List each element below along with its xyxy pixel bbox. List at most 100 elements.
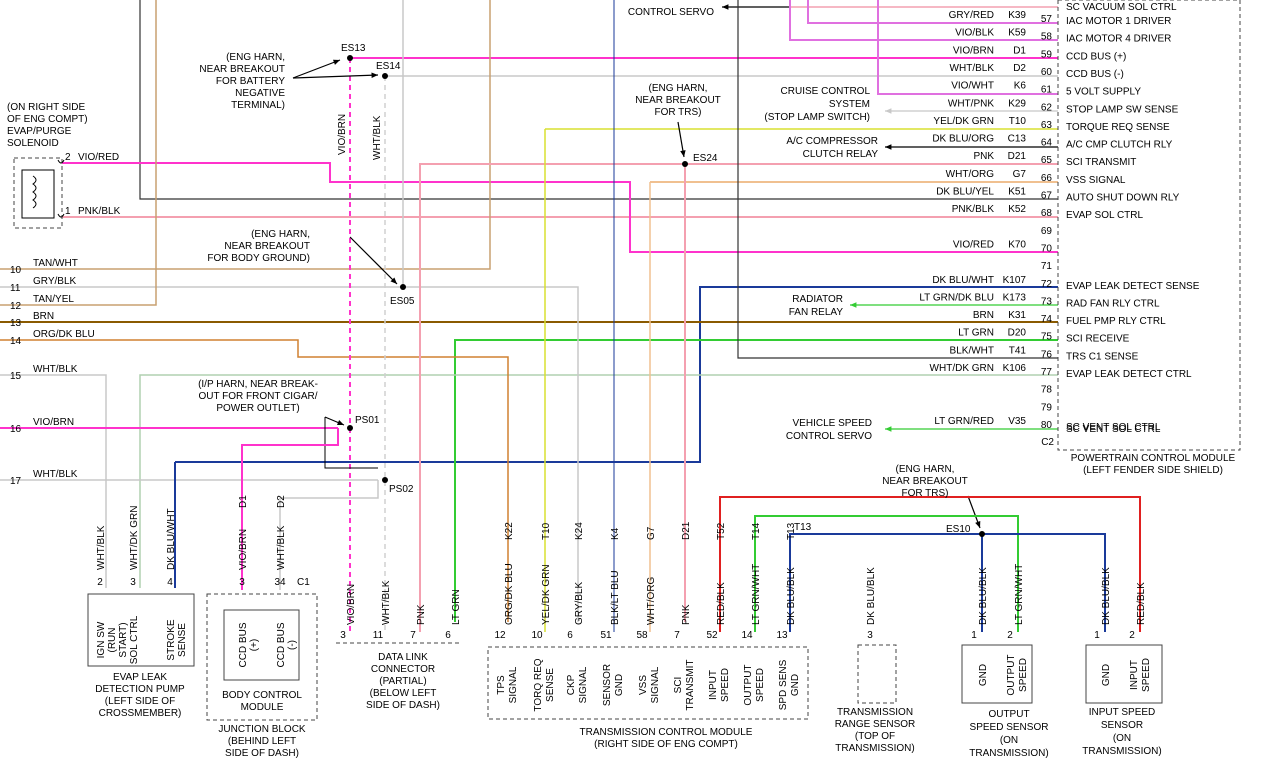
note-rad-fan: FAN RELAY — [789, 307, 844, 318]
pcm-pin-num: 62 — [1041, 102, 1053, 113]
pcm-top-servo-label: CONTROL SERVO — [628, 7, 714, 18]
oss-title: OUTPUT — [988, 709, 1029, 720]
wires-layer — [0, 0, 1141, 632]
note-es13: (ENG HARN, — [226, 52, 285, 63]
note-solenoid: SOLENOID — [7, 138, 59, 149]
iss-pin-num: 2 — [1129, 630, 1135, 641]
iss-title: TRANSMISSION) — [1082, 746, 1161, 757]
tcm-title: TRANSMISSION CONTROL MODULE — [580, 727, 753, 738]
splice-es05 — [400, 284, 406, 290]
left-row-num: 14 — [10, 336, 22, 347]
splice-es10 — [979, 531, 985, 537]
pcm-pin-num: 57 — [1041, 14, 1053, 25]
note-es24: FOR TRS) — [654, 107, 701, 118]
leader-ps02 — [324, 417, 378, 469]
pcm-pin-color: DK BLU/YEL — [936, 187, 994, 198]
left-row-num: 11 — [10, 283, 21, 294]
note-speed-servo: VEHICLE SPEED — [793, 418, 872, 429]
pcm-func-top: SC VACUUM SOL CTRL — [1066, 2, 1177, 13]
pcm-pin-color: WHT/PNK — [948, 98, 994, 109]
splice-es14-label: ES14 — [376, 61, 401, 72]
pcm-pin-cavity: T41 — [1009, 345, 1027, 356]
oss-pin-func: SPEED — [1018, 658, 1029, 692]
tcm-title: (RIGHT SIDE OF ENG COMPT) — [594, 739, 738, 750]
tcm-pin-num: 51 — [600, 630, 612, 641]
pcm-pin-num: 58 — [1041, 32, 1053, 43]
wire-k70 — [60, 162, 1058, 253]
note-cruise: CRUISE CONTROL — [781, 86, 871, 97]
note-es24: NEAR BREAKOUT — [635, 95, 721, 106]
iss-pin-wire: RED/BLK — [1136, 582, 1147, 625]
dlc-pin-wire: PNK — [416, 604, 427, 625]
pcm-pin-func: VSS SIGNAL — [1066, 175, 1126, 186]
splice-es13 — [347, 55, 353, 61]
pcm-pin-func: FUEL PMP RLY CTRL — [1066, 316, 1166, 327]
note-rad-fan: RADIATOR — [792, 294, 843, 305]
evap-pump-pin-func: SENSE — [177, 623, 188, 657]
splice-ps01-label: PS01 — [355, 415, 380, 426]
leader-es10-head — [975, 521, 981, 528]
pcm-pin-func: TORQUE REQ SENSE — [1066, 122, 1170, 133]
pcm-pin-num: 60 — [1041, 67, 1053, 78]
leader-es24-head — [680, 150, 686, 157]
left-row-num: 17 — [10, 476, 22, 487]
wire-t14 — [754, 515, 1019, 632]
tcm-pin-cavity: K22 — [504, 522, 515, 540]
pcm-pin-num: 73 — [1041, 296, 1053, 307]
solenoid-pin-color: VIO/RED — [78, 152, 119, 163]
bcm-title: BODY CONTROL — [222, 690, 302, 701]
note-ac-relay: A/C COMPRESSOR — [786, 136, 878, 147]
dlc-pin-num: 7 — [410, 630, 416, 641]
bcm-title: MODULE — [241, 702, 284, 713]
tcm-pin-wire: RED/BLK — [716, 582, 727, 625]
pcm-pin-color: WHT/ORG — [946, 169, 995, 180]
pcm-pin-color: VIO/BLK — [955, 28, 994, 39]
iss-pin-wire: DK BLU/BLK — [1101, 567, 1112, 625]
pcm-pin-color: WHT/BLK — [950, 63, 995, 74]
pcm-pin-func: SC VENT SOL CTRL — [1066, 422, 1161, 433]
left-row-color: WHT/BLK — [33, 469, 78, 480]
evap-pump-title: CROSSMEMBER) — [99, 708, 182, 719]
pcm-pin-cavity: T10 — [1009, 116, 1027, 127]
dlc-pin-wire: WHT/BLK — [381, 580, 392, 625]
tcm-pin-wire: YEL/DK GRN — [541, 564, 552, 625]
bcm-pin-num: 3 — [239, 577, 245, 588]
tcm-pin-cavity: D21 — [681, 521, 692, 540]
pcm-pin-num: 70 — [1041, 243, 1053, 254]
pcm-pin-func: CCD BUS (-) — [1066, 69, 1124, 80]
pcm-pin-cavity: V35 — [1008, 416, 1026, 427]
evap-pump-pin-func: START) — [118, 622, 129, 657]
evap-pump-pin-func: SOL CTRL — [129, 615, 140, 664]
pcm-subtitle: (LEFT FENDER SIDE SHIELD) — [1083, 465, 1223, 476]
tcm-pin-func: VSS — [638, 675, 649, 695]
dlc-pin-num: 6 — [445, 630, 451, 641]
oss-pin-wire: DK BLU/BLK — [978, 567, 989, 625]
tcm-pin-func: SENSOR — [602, 664, 613, 706]
pcm-pin-num: 65 — [1041, 155, 1053, 166]
pcm-pin-func: STOP LAMP SW SENSE — [1066, 104, 1179, 115]
solenoid-pin-end — [57, 159, 65, 164]
left-row-num: 13 — [10, 318, 22, 329]
evap-pump-pin-wire: WHT/BLK — [96, 525, 107, 570]
splice-es05-label: ES05 — [390, 296, 415, 307]
left-row-color: VIO/BRN — [33, 417, 74, 428]
wire-pnk-trunk — [419, 163, 686, 632]
tcm-pin-num: 10 — [531, 630, 543, 641]
splice-es14 — [382, 73, 388, 79]
splice-es13-label: ES13 — [341, 43, 366, 54]
pcm-pin-func: SCI TRANSMIT — [1066, 157, 1136, 168]
wire-row12 — [0, 0, 157, 306]
note-es10: (ENG HARN, — [896, 464, 955, 475]
wire-bcm-vio — [241, 428, 339, 590]
bcm-pin-cavity: D1 — [238, 495, 249, 508]
pcm-pin-cavity: K107 — [1003, 275, 1027, 286]
tcm-pin-wire: ORG/DK BLU — [504, 563, 515, 625]
tcm-pin-wire: PNK — [681, 604, 692, 625]
iss-pin-func: INPUT — [1129, 660, 1140, 690]
pcm-pin-cavity: K29 — [1008, 98, 1026, 109]
pcm-pin-cavity: K6 — [1014, 81, 1027, 92]
trs-title: TRANSMISSION) — [835, 743, 914, 754]
tcm-pin-cavity: T13 — [786, 522, 797, 540]
pcm-pin-cavity: K52 — [1008, 204, 1026, 215]
